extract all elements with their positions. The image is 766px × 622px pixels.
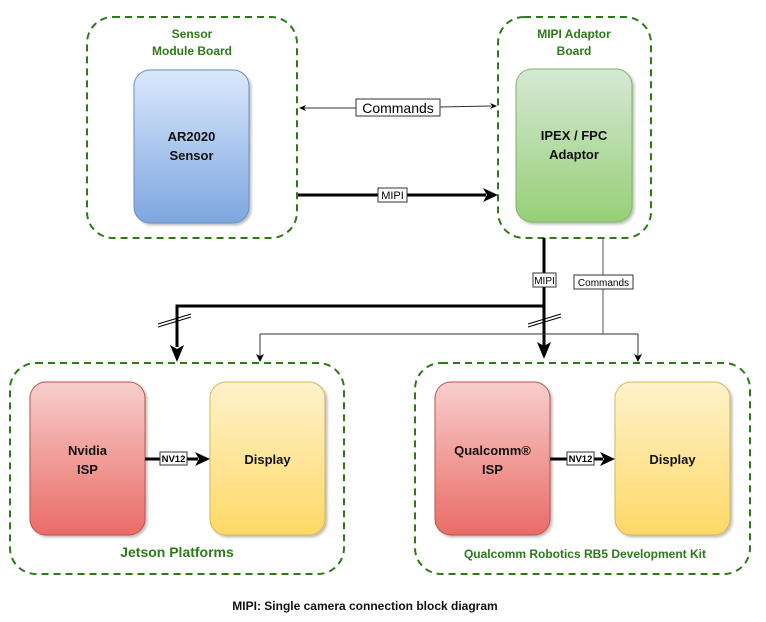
bus-slash-mark [157, 316, 192, 328]
arrowhead-right-icon [483, 188, 498, 202]
mipi-top-label-box [377, 187, 408, 203]
ar2020-sensor-label-line1: AR2020 [168, 129, 216, 144]
ar2020-sensor-block[interactable] [133, 69, 250, 224]
ipex-fpc-adaptor-label-line1: IPEX / FPC [541, 128, 608, 143]
sensor-module-board-title-line2: Module Board [152, 44, 232, 58]
mipi-adaptor-board-title-line1: MIPI Adaptor [537, 27, 611, 41]
ipex-fpc-adaptor-label-line2: Adaptor [549, 147, 599, 162]
qualcomm-isp-label-line1: Qualcomm® [454, 443, 531, 458]
qualcomm-display-label: Display [649, 452, 696, 467]
sensor-module-board-border [86, 16, 298, 239]
nvidia-isp-label-line2: ISP [77, 462, 98, 477]
jetson-nv12-label-box [159, 451, 188, 466]
qualcomm-rb5-group: Qualcomm® ISP Display NV12 Qualcomm Robo… [414, 362, 751, 575]
nvidia-isp-label-line1: Nvidia [68, 443, 108, 458]
arrowhead-right-icon [600, 452, 615, 466]
jetson-nv12-label: NV12 [162, 454, 186, 465]
qualcomm-isp-label-line2: ISP [482, 462, 503, 477]
qualcomm-display-block[interactable] [614, 381, 731, 536]
sensor-module-board-title-line1: Sensor [172, 27, 213, 41]
commands-top-label: Commands [362, 100, 434, 116]
mipi-adaptor-board-title-line2: Board [557, 44, 592, 58]
jetson-display-block[interactable] [209, 381, 326, 536]
mipi-top-label: MIPI [381, 190, 404, 202]
bus-slash-mark [157, 313, 192, 325]
commands-down-connector: Commands [256, 238, 642, 362]
mipi-down-bus: MIPI [157, 238, 562, 362]
arrowhead-right-icon [490, 103, 497, 109]
arrowhead-right-icon [195, 452, 210, 466]
diagram-caption: MIPI: Single camera connection block dia… [232, 599, 497, 613]
qualcomm-nv12-label-box [566, 451, 595, 466]
ipex-fpc-adaptor-block[interactable] [515, 68, 633, 223]
mipi-down-label: MIPI [534, 276, 555, 287]
mipi-adaptor-board-group: MIPI Adaptor Board IPEX / FPC Adaptor [497, 16, 652, 239]
commands-bidirectional-connector: Commands [299, 98, 497, 117]
mipi-down-label-box [532, 272, 557, 288]
commands-top-label-box [355, 98, 441, 117]
jetson-platforms-border [9, 362, 345, 575]
nvidia-isp-block[interactable] [29, 381, 146, 536]
arrowhead-left-icon [299, 105, 306, 111]
arrowhead-down-icon [170, 345, 184, 362]
qualcomm-nv12-label: NV12 [569, 454, 593, 465]
arrowhead-down-icon [634, 354, 642, 362]
jetson-display-label: Display [244, 452, 291, 467]
commands-down-label: Commands [578, 278, 629, 289]
bus-slash-mark [527, 316, 562, 328]
commands-line-right [439, 105, 492, 108]
bus-slash-mark [527, 313, 562, 325]
mipi-top-connector: MIPI [298, 187, 498, 203]
jetson-platforms-title: Jetson Platforms [120, 544, 234, 560]
sensor-module-board-group: Sensor Module Board AR2020 Sensor [86, 16, 298, 239]
commands-down-label-box [573, 274, 634, 290]
arrowhead-down-icon [256, 354, 264, 362]
qualcomm-isp-block[interactable] [434, 381, 551, 536]
arrowhead-down-icon [537, 342, 551, 359]
jetson-platforms-group: Nvidia ISP Display NV12 Jetson Platforms [9, 362, 345, 575]
mipi-adaptor-board-border [497, 16, 652, 239]
qualcomm-rb5-border [414, 362, 751, 575]
qualcomm-rb5-title: Qualcomm Robotics RB5 Development Kit [464, 547, 706, 561]
ar2020-sensor-label-line2: Sensor [169, 148, 213, 163]
